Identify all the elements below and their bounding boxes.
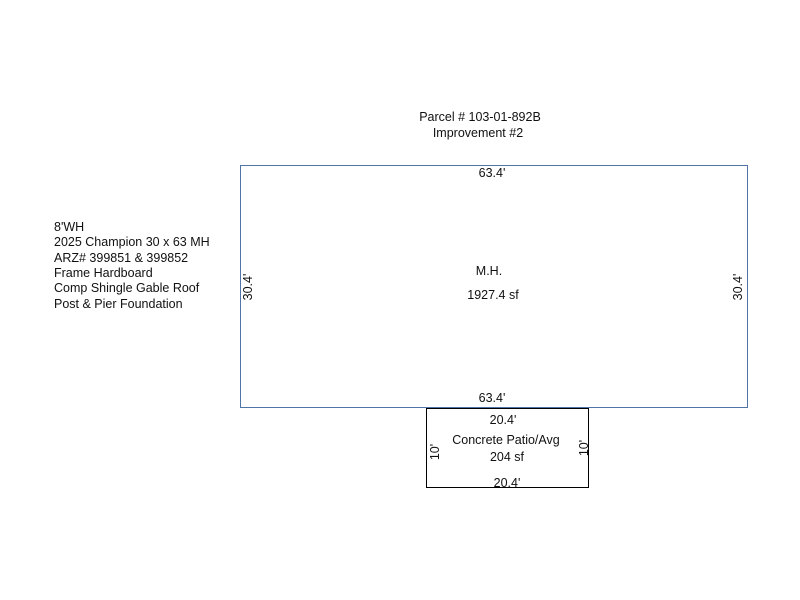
mh-right-dimension: 30.4' [731, 274, 745, 301]
note-line: 2025 Champion 30 x 63 MH [54, 235, 210, 249]
mh-area: 1927.4 sf [467, 288, 519, 302]
patio-label: Concrete Patio/Avg [452, 433, 560, 447]
patio-top-dimension: 20.4' [490, 413, 517, 427]
patio-area: 20.4' Concrete Patio/Avg 204 sf 20.4' 10… [426, 408, 591, 490]
patio-bottom-dimension: 20.4' [494, 476, 521, 490]
note-line: Frame Hardboard [54, 266, 153, 280]
mh-label: M.H. [476, 264, 502, 278]
note-line: 8'WH [54, 220, 84, 234]
main-area-mh: 63.4' 63.4' M.H. 1927.4 sf 30.4' 30.4' [240, 165, 748, 408]
patio-right-dimension: 10' [577, 440, 591, 456]
patio-left-dimension: 10' [428, 444, 442, 460]
mh-top-dimension: 63.4' [479, 166, 506, 180]
note-line: Comp Shingle Gable Roof [54, 281, 200, 295]
note-line: ARZ# 399851 & 399852 [54, 251, 188, 265]
parcel-number: Parcel # 103-01-892B [419, 110, 541, 124]
patio-area-value: 204 sf [490, 450, 525, 464]
note-line: Post & Pier Foundation [54, 297, 183, 311]
mh-bottom-dimension: 63.4' [479, 391, 506, 405]
improvement-label: Improvement #2 [433, 126, 523, 140]
mh-outline [240, 165, 748, 408]
patio-outline [426, 408, 589, 488]
notes: 8'WH 2025 Champion 30 x 63 MH ARZ# 39985… [54, 220, 210, 311]
mh-left-dimension: 30.4' [241, 274, 255, 301]
